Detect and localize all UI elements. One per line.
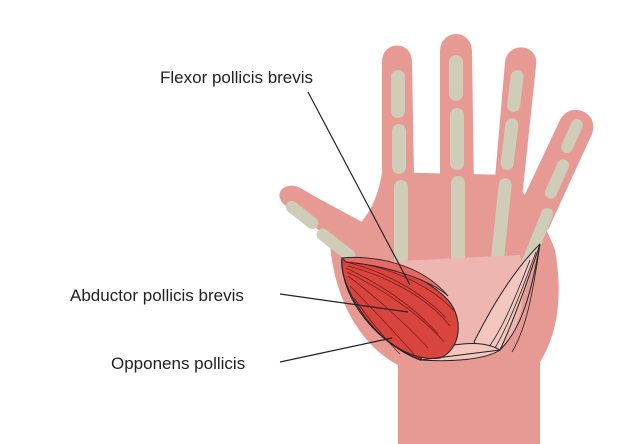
flexor-pollicis-brevis-muscle — [341, 256, 449, 297]
leader-line-abductor-pollicis-brevis — [279, 293, 409, 313]
label-abductor-pollicis-brevis: Abductor pollicis brevis — [70, 286, 244, 305]
abductor-pollicis-brevis-muscle — [341, 257, 459, 359]
thenar-outline — [341, 243, 541, 361]
leader-line-flexor-pollicis-brevis — [307, 91, 411, 286]
hand-bones — [285, 55, 583, 271]
leader-lines — [279, 91, 411, 363]
label-opponens-pollicis: Opponens pollicis — [111, 354, 246, 373]
label-flexor-pollicis-brevis: Flexor pollicis brevis — [160, 68, 314, 87]
leader-line-opponens-pollicis — [279, 337, 393, 363]
